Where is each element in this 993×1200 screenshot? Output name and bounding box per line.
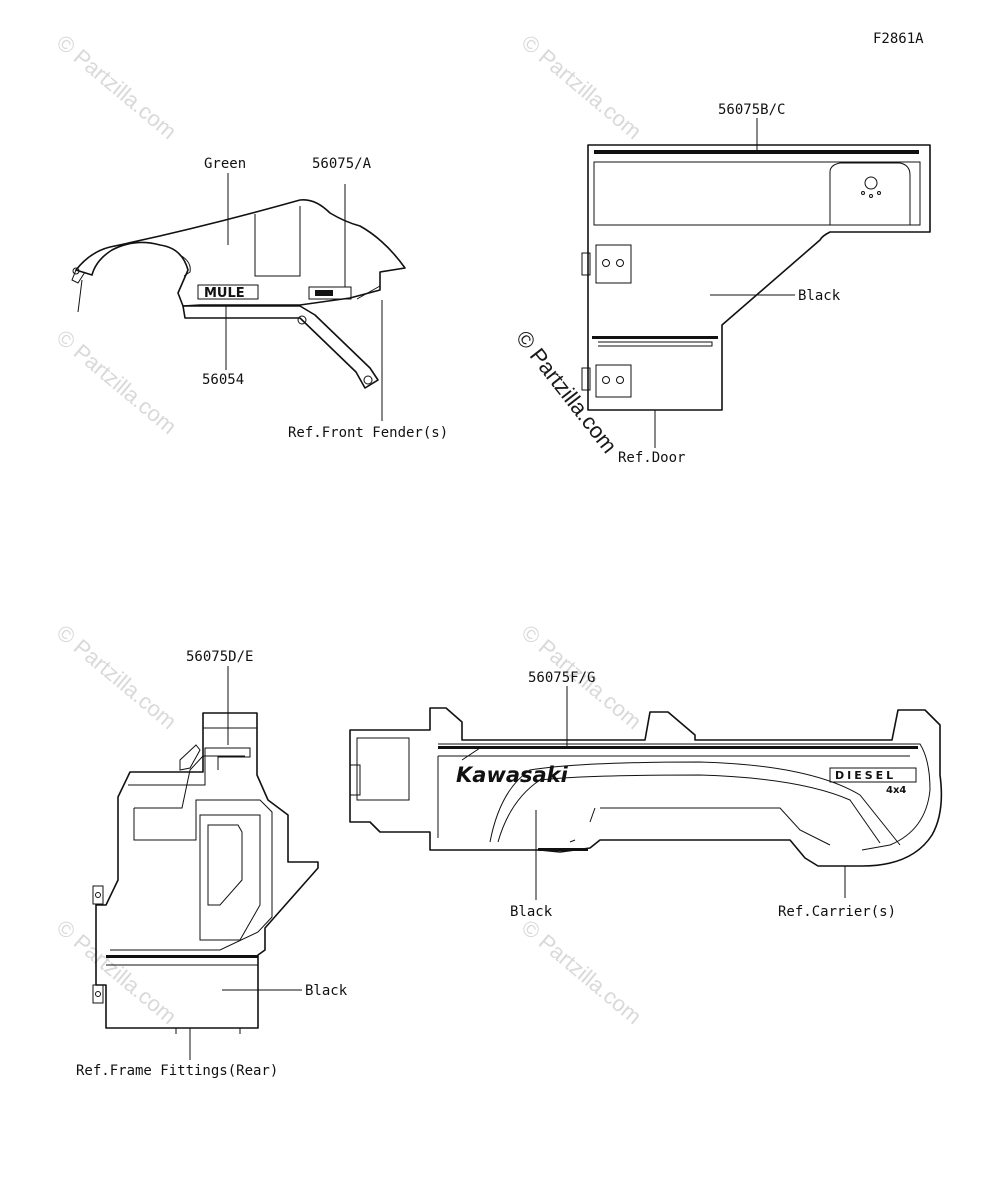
door-part (581, 144, 931, 411)
fender-side-decal (308, 286, 352, 300)
label-56075a: 56075/A (312, 156, 372, 172)
watermark: © Partzilla.com (52, 30, 182, 144)
label-ref-door: Ref.Door (618, 450, 685, 466)
label-black-carrier: Black (510, 904, 553, 920)
label-56054: 56054 (202, 372, 244, 388)
label-ref-front-fender: Ref.Front Fender(s) (288, 425, 448, 441)
label-green: Green (204, 156, 246, 172)
rear-panel-part (92, 712, 319, 1034)
carrier-part: Kawasaki DIESEL 4x4 (349, 707, 943, 867)
label-ref-frame-fittings: Ref.Frame Fittings(Rear) (76, 1063, 278, 1079)
label-56075bc: 56075B/C (718, 102, 785, 118)
front-fender-part: MULE (71, 198, 406, 389)
watermark: © Partzilla.com (52, 620, 182, 734)
label-black-door: Black (798, 288, 841, 304)
mule-decal-text: MULE (204, 286, 245, 301)
kawasaki-decal: Kawasaki (456, 763, 569, 787)
label-56075de: 56075D/E (186, 649, 253, 665)
mule-decal (197, 284, 259, 300)
diesel-decal-text: DIESEL (835, 769, 896, 782)
figure-code: F2861A (873, 31, 924, 47)
diesel-decal (829, 767, 917, 783)
watermark: © Partzilla.com (517, 915, 647, 1029)
watermark: © Partzilla.com (52, 915, 182, 1029)
label-56075fg: 56075F/G (528, 670, 595, 686)
four-by-four-decal: 4x4 (886, 785, 906, 796)
watermark-group: © Partzilla.com © Partzilla.com © Partzi… (52, 30, 647, 1029)
watermark: © Partzilla.com (517, 30, 647, 144)
label-ref-carrier: Ref.Carrier(s) (778, 904, 896, 920)
label-black-rear: Black (305, 983, 348, 999)
watermark: © Partzilla.com (52, 325, 182, 439)
